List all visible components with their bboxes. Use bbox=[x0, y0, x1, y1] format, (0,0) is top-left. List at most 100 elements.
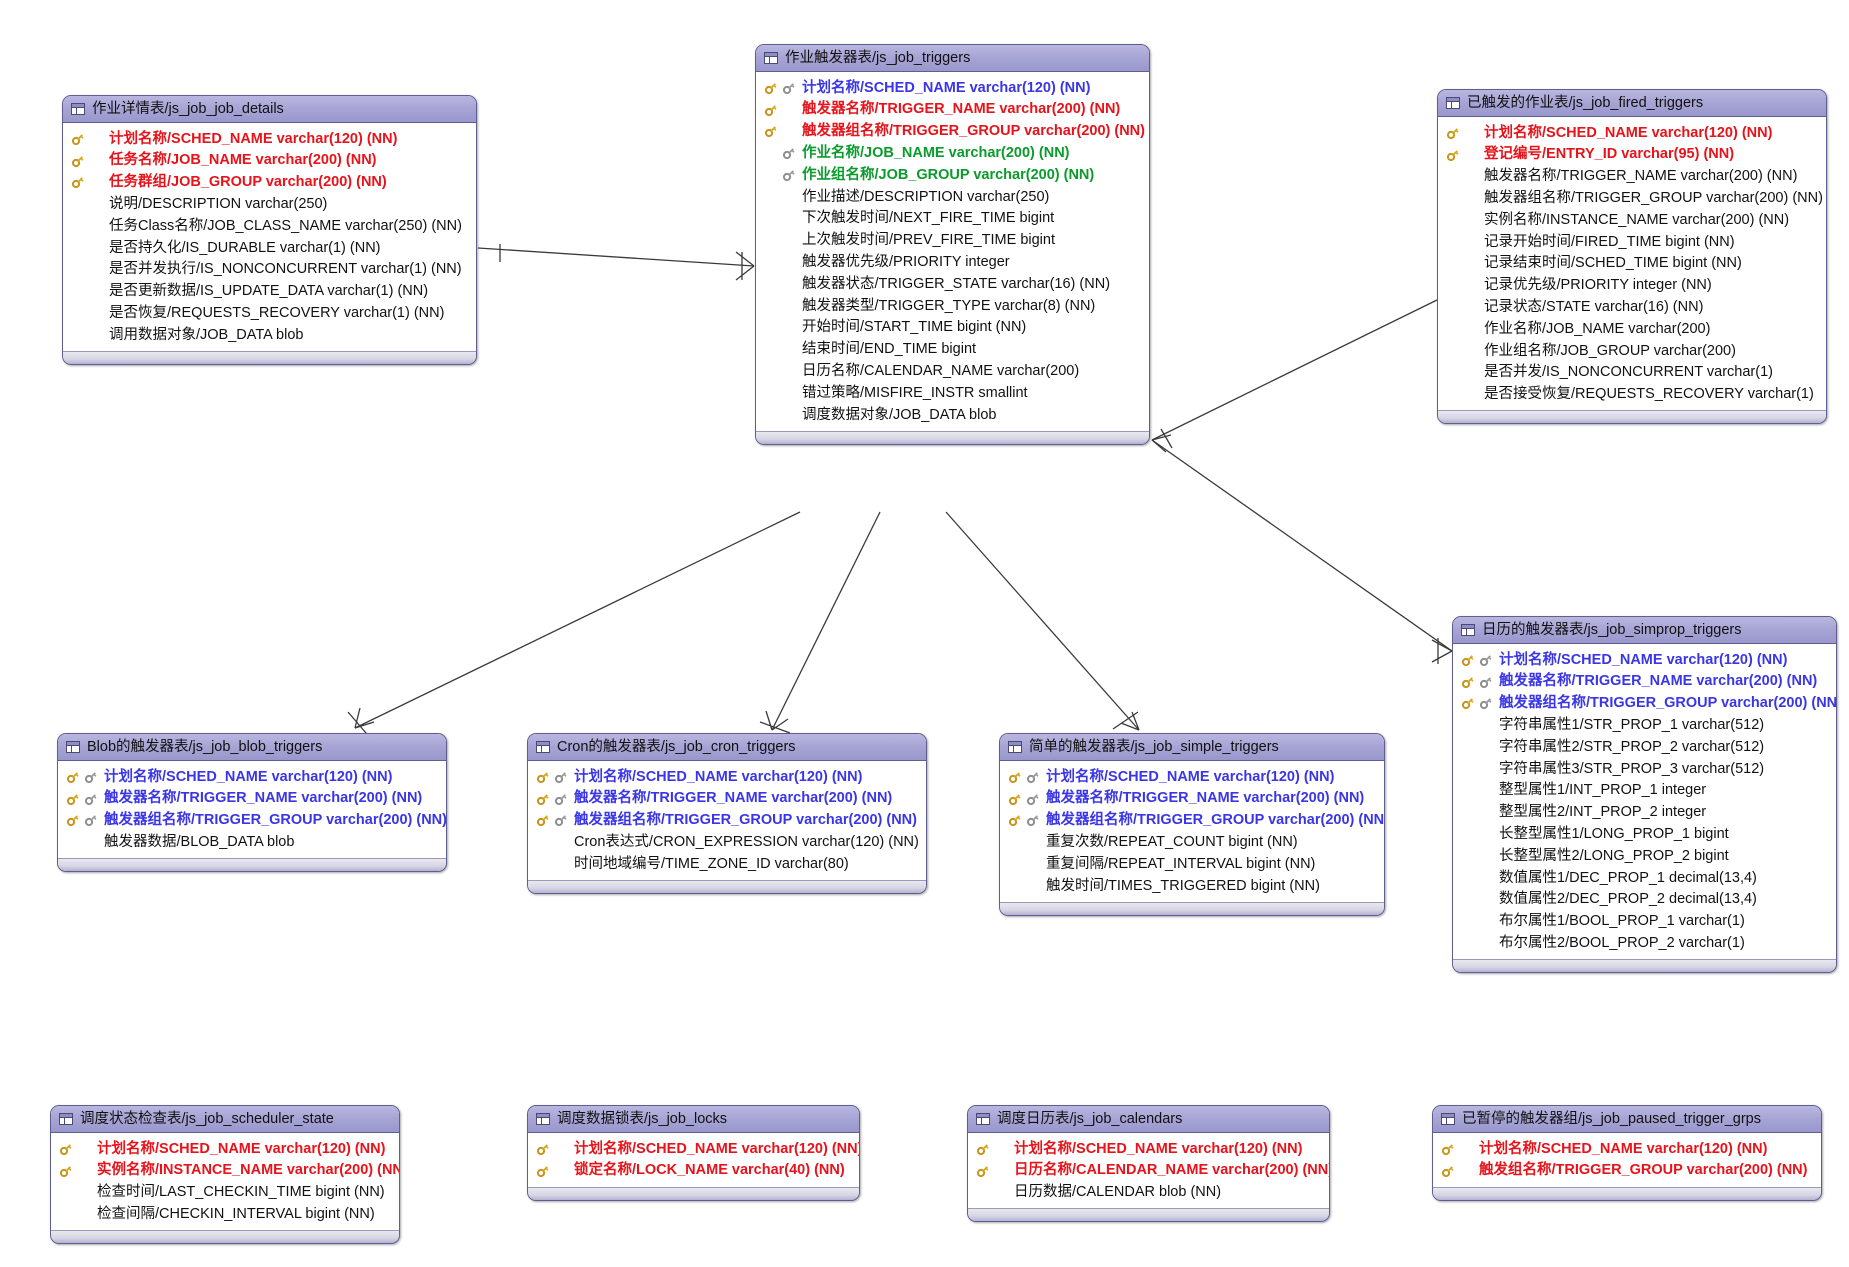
attribute-row[interactable]: 结束时间/END_TIME bigint bbox=[756, 339, 1149, 361]
entity-job_calendars[interactable]: 调度日历表/js_job_calendars 计划名称/SCHED_NAME va… bbox=[967, 1105, 1330, 1223]
entity-header-job_job_details[interactable]: 作业详情表/js_job_job_details bbox=[63, 96, 476, 123]
attribute-row[interactable]: 数值属性2/DEC_PROP_2 decimal(13,4) bbox=[1453, 889, 1836, 911]
attribute-row[interactable]: 任务群组/JOB_GROUP varchar(200) (NN) bbox=[63, 172, 476, 194]
attribute-row[interactable]: 计划名称/SCHED_NAME varchar(120) (NN) bbox=[756, 77, 1149, 99]
attribute-row[interactable]: 计划名称/SCHED_NAME varchar(120) (NN) bbox=[1433, 1138, 1821, 1160]
attribute-row[interactable]: 实例名称/INSTANCE_NAME varchar(200) (NN) bbox=[1438, 209, 1826, 231]
attribute-row[interactable]: 记录优先级/PRIORITY integer (NN) bbox=[1438, 275, 1826, 297]
attribute-row[interactable]: 说明/DESCRIPTION varchar(250) bbox=[63, 193, 476, 215]
attribute-row[interactable]: 锁定名称/LOCK_NAME varchar(40) (NN) bbox=[528, 1160, 859, 1182]
attribute-row[interactable]: 触发组名称/TRIGGER_GROUP varchar(200) (NN) bbox=[1433, 1160, 1821, 1182]
attribute-row[interactable]: 触发器名称/TRIGGER_NAME varchar(200) (NN) bbox=[58, 788, 446, 810]
attribute-row[interactable]: 触发器组名称/TRIGGER_GROUP varchar(200) (NN) bbox=[528, 810, 926, 832]
attribute-row[interactable]: 开始时间/START_TIME bigint (NN) bbox=[756, 317, 1149, 339]
entity-header-job_simple_triggers[interactable]: 简单的触发器表/js_job_simple_triggers bbox=[1000, 734, 1384, 761]
attribute-row[interactable]: 重复间隔/REPEAT_INTERVAL bigint (NN) bbox=[1000, 853, 1384, 875]
attribute-row[interactable]: 任务名称/JOB_NAME varchar(200) (NN) bbox=[63, 150, 476, 172]
attribute-row[interactable]: 任务Class名称/JOB_CLASS_NAME varchar(250) (N… bbox=[63, 215, 476, 237]
attribute-row[interactable]: 时间地域编号/TIME_ZONE_ID varchar(80) bbox=[528, 853, 926, 875]
attribute-row[interactable]: 作业描述/DESCRIPTION varchar(250) bbox=[756, 186, 1149, 208]
entity-job_cron_triggers[interactable]: Cron的触发器表/js_job_cron_triggers 计划名称/SCHED… bbox=[527, 733, 927, 894]
entity-job_paused_trigger_grps[interactable]: 已暂停的触发器组/js_job_paused_trigger_grps 计划名称/… bbox=[1432, 1105, 1822, 1201]
attribute-row[interactable]: 触发器组名称/TRIGGER_GROUP varchar(200) (NN) bbox=[1453, 693, 1836, 715]
attribute-row[interactable]: 检查间隔/CHECKIN_INTERVAL bigint (NN) bbox=[51, 1203, 399, 1225]
attribute-row[interactable]: 是否更新数据/IS_UPDATE_DATA varchar(1) (NN) bbox=[63, 281, 476, 303]
attribute-row[interactable]: 触发器名称/TRIGGER_NAME varchar(200) (NN) bbox=[528, 788, 926, 810]
attribute-row[interactable]: 是否持久化/IS_DURABLE varchar(1) (NN) bbox=[63, 237, 476, 259]
entity-job_fired_triggers[interactable]: 已触发的作业表/js_job_fired_triggers 计划名称/SCHED_… bbox=[1437, 89, 1827, 425]
entity-header-job_simprop_triggers[interactable]: 日历的触发器表/js_job_simprop_triggers bbox=[1453, 617, 1836, 644]
attribute-row[interactable]: 字符串属性1/STR_PROP_1 varchar(512) bbox=[1453, 714, 1836, 736]
attribute-row[interactable]: 是否并发执行/IS_NONCONCURRENT varchar(1) (NN) bbox=[63, 259, 476, 281]
attribute-row[interactable]: 计划名称/SCHED_NAME varchar(120) (NN) bbox=[58, 766, 446, 788]
attribute-row[interactable]: 是否并发/IS_NONCONCURRENT varchar(1) bbox=[1438, 362, 1826, 384]
attribute-row[interactable]: 检查时间/LAST_CHECKIN_TIME bigint (NN) bbox=[51, 1182, 399, 1204]
entity-header-job_triggers[interactable]: 作业触发器表/js_job_triggers bbox=[756, 45, 1149, 72]
attribute-row[interactable]: 触发器名称/TRIGGER_NAME varchar(200) (NN) bbox=[1453, 671, 1836, 693]
attribute-row[interactable]: 是否恢复/REQUESTS_RECOVERY varchar(1) (NN) bbox=[63, 302, 476, 324]
attribute-row[interactable]: 作业组名称/JOB_GROUP varchar(200) bbox=[1438, 340, 1826, 362]
attribute-row[interactable]: 字符串属性3/STR_PROP_3 varchar(512) bbox=[1453, 758, 1836, 780]
attribute-row[interactable]: 计划名称/SCHED_NAME varchar(120) (NN) bbox=[51, 1138, 399, 1160]
attribute-row[interactable]: 日历数据/CALENDAR blob (NN) bbox=[968, 1182, 1329, 1204]
entity-header-job_calendars[interactable]: 调度日历表/js_job_calendars bbox=[968, 1106, 1329, 1133]
entity-header-job_scheduler_state[interactable]: 调度状态检查表/js_job_scheduler_state bbox=[51, 1106, 399, 1133]
attribute-row[interactable]: 日历名称/CALENDAR_NAME varchar(200) bbox=[756, 360, 1149, 382]
attribute-row[interactable]: 布尔属性1/BOOL_PROP_1 varchar(1) bbox=[1453, 911, 1836, 933]
attribute-row[interactable]: 触发器名称/TRIGGER_NAME varchar(200) (NN) bbox=[756, 99, 1149, 121]
entity-job_simple_triggers[interactable]: 简单的触发器表/js_job_simple_triggers 计划名称/SCHED… bbox=[999, 733, 1385, 916]
attribute-row[interactable]: 实例名称/INSTANCE_NAME varchar(200) (NN) bbox=[51, 1160, 399, 1182]
attribute-row[interactable]: 触发器状态/TRIGGER_STATE varchar(16) (NN) bbox=[756, 273, 1149, 295]
attribute-row[interactable]: 计划名称/SCHED_NAME varchar(120) (NN) bbox=[528, 1138, 859, 1160]
attribute-row[interactable]: 触发器组名称/TRIGGER_GROUP varchar(200) (NN) bbox=[1438, 187, 1826, 209]
entity-job_blob_triggers[interactable]: Blob的触发器表/js_job_blob_triggers 计划名称/SCHED… bbox=[57, 733, 447, 873]
attribute-row[interactable]: 触发器类型/TRIGGER_TYPE varchar(8) (NN) bbox=[756, 295, 1149, 317]
attribute-row[interactable]: 下次触发时间/NEXT_FIRE_TIME bigint bbox=[756, 208, 1149, 230]
entity-job_scheduler_state[interactable]: 调度状态检查表/js_job_scheduler_state 计划名称/SCHED… bbox=[50, 1105, 400, 1245]
attribute-row[interactable]: Cron表达式/CRON_EXPRESSION varchar(120) (NN… bbox=[528, 831, 926, 853]
attribute-row[interactable]: 触发器优先级/PRIORITY integer bbox=[756, 251, 1149, 273]
attribute-row[interactable]: 错过策略/MISFIRE_INSTR smallint bbox=[756, 382, 1149, 404]
attribute-row[interactable]: 数值属性1/DEC_PROP_1 decimal(13,4) bbox=[1453, 867, 1836, 889]
entity-header-job_locks[interactable]: 调度数据锁表/js_job_locks bbox=[528, 1106, 859, 1133]
attribute-row[interactable]: 触发器组名称/TRIGGER_GROUP varchar(200) (NN) bbox=[1000, 810, 1384, 832]
entity-header-job_fired_triggers[interactable]: 已触发的作业表/js_job_fired_triggers bbox=[1438, 90, 1826, 117]
attribute-row[interactable]: 触发器名称/TRIGGER_NAME varchar(200) (NN) bbox=[1000, 788, 1384, 810]
attribute-row[interactable]: 日历名称/CALENDAR_NAME varchar(200) (NN) bbox=[968, 1160, 1329, 1182]
attribute-row[interactable]: 作业名称/JOB_NAME varchar(200) (NN) bbox=[756, 142, 1149, 164]
attribute-row[interactable]: 计划名称/SCHED_NAME varchar(120) (NN) bbox=[968, 1138, 1329, 1160]
attribute-row[interactable]: 整型属性2/INT_PROP_2 integer bbox=[1453, 802, 1836, 824]
attribute-row[interactable]: 触发器组名称/TRIGGER_GROUP varchar(200) (NN) bbox=[58, 810, 446, 832]
attribute-row[interactable]: 是否接受恢复/REQUESTS_RECOVERY varchar(1) bbox=[1438, 384, 1826, 406]
attribute-row[interactable]: 上次触发时间/PREV_FIRE_TIME bigint bbox=[756, 230, 1149, 252]
attribute-row[interactable]: 记录状态/STATE varchar(16) (NN) bbox=[1438, 296, 1826, 318]
entity-job_locks[interactable]: 调度数据锁表/js_job_locks 计划名称/SCHED_NAME varch… bbox=[527, 1105, 860, 1201]
entity-job_triggers[interactable]: 作业触发器表/js_job_triggers 计划名称/SCHED_NAME va… bbox=[755, 44, 1150, 445]
attribute-row[interactable]: 字符串属性2/STR_PROP_2 varchar(512) bbox=[1453, 736, 1836, 758]
attribute-row[interactable]: 计划名称/SCHED_NAME varchar(120) (NN) bbox=[1000, 766, 1384, 788]
attribute-row[interactable]: 重复次数/REPEAT_COUNT bigint (NN) bbox=[1000, 831, 1384, 853]
attribute-row[interactable]: 计划名称/SCHED_NAME varchar(120) (NN) bbox=[528, 766, 926, 788]
attribute-row[interactable]: 触发器名称/TRIGGER_NAME varchar(200) (NN) bbox=[1438, 166, 1826, 188]
entity-header-job_paused_trigger_grps[interactable]: 已暂停的触发器组/js_job_paused_trigger_grps bbox=[1433, 1106, 1821, 1133]
attribute-row[interactable]: 长整型属性1/LONG_PROP_1 bigint bbox=[1453, 823, 1836, 845]
attribute-row[interactable]: 计划名称/SCHED_NAME varchar(120) (NN) bbox=[1453, 649, 1836, 671]
attribute-row[interactable]: 长整型属性2/LONG_PROP_2 bigint bbox=[1453, 845, 1836, 867]
attribute-row[interactable]: 记录开始时间/FIRED_TIME bigint (NN) bbox=[1438, 231, 1826, 253]
attribute-row[interactable]: 计划名称/SCHED_NAME varchar(120) (NN) bbox=[63, 128, 476, 150]
attribute-row[interactable]: 作业组名称/JOB_GROUP varchar(200) (NN) bbox=[756, 164, 1149, 186]
attribute-row[interactable]: 整型属性1/INT_PROP_1 integer bbox=[1453, 780, 1836, 802]
attribute-row[interactable]: 计划名称/SCHED_NAME varchar(120) (NN) bbox=[1438, 122, 1826, 144]
attribute-row[interactable]: 作业名称/JOB_NAME varchar(200) bbox=[1438, 318, 1826, 340]
entity-job_job_details[interactable]: 作业详情表/js_job_job_details 计划名称/SCHED_NAME … bbox=[62, 95, 477, 365]
entity-header-job_blob_triggers[interactable]: Blob的触发器表/js_job_blob_triggers bbox=[58, 734, 446, 761]
entity-header-job_cron_triggers[interactable]: Cron的触发器表/js_job_cron_triggers bbox=[528, 734, 926, 761]
attribute-row[interactable]: 登记编号/ENTRY_ID varchar(95) (NN) bbox=[1438, 144, 1826, 166]
attribute-row[interactable]: 触发器数据/BLOB_DATA blob bbox=[58, 831, 446, 853]
attribute-row[interactable]: 布尔属性2/BOOL_PROP_2 varchar(1) bbox=[1453, 932, 1836, 954]
attribute-row[interactable]: 调度数据对象/JOB_DATA blob bbox=[756, 404, 1149, 426]
attribute-row[interactable]: 触发时间/TIMES_TRIGGERED bigint (NN) bbox=[1000, 875, 1384, 897]
attribute-row[interactable]: 调用数据对象/JOB_DATA blob bbox=[63, 324, 476, 346]
entity-job_simprop_triggers[interactable]: 日历的触发器表/js_job_simprop_triggers 计划名称/SCHE… bbox=[1452, 616, 1837, 974]
attribute-row[interactable]: 触发器组名称/TRIGGER_GROUP varchar(200) (NN) bbox=[756, 121, 1149, 143]
